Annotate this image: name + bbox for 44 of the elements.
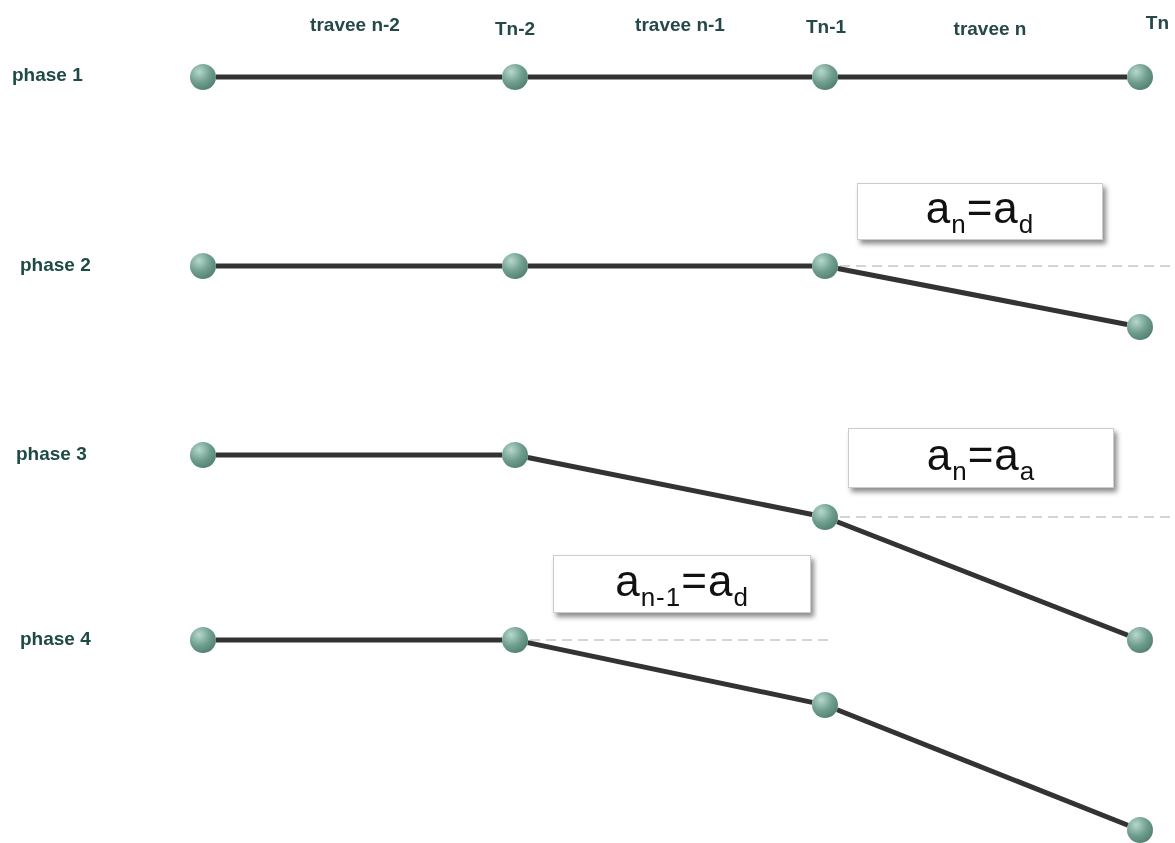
beam-line: [836, 707, 1129, 828]
span-label: travee n-1: [635, 14, 725, 36]
joint-ball: [190, 64, 216, 90]
formula-box: [857, 183, 1103, 240]
beam-line: [527, 455, 813, 517]
joint-ball: [190, 442, 216, 468]
joint-ball: [812, 504, 838, 530]
phase-label: phase 2: [20, 254, 91, 276]
joint-ball: [1127, 314, 1153, 340]
beam-line: [216, 263, 502, 269]
beam-line: [216, 452, 502, 458]
phase-label: phase 4: [20, 628, 91, 650]
formula-text: a$_{n}$=a$_{d}$: [925, 183, 1035, 240]
support-label: Tn-2: [494, 18, 536, 40]
joint-ball: [502, 442, 528, 468]
beam-line: [527, 640, 813, 705]
beam-line: [216, 74, 502, 80]
span-label: travee n: [953, 18, 1027, 40]
joint-ball: [502, 64, 528, 90]
formula-text: a$_{n}$=a$_{a}$: [926, 429, 1036, 487]
joint-ball: [1127, 64, 1153, 90]
span-label: travee n-2: [310, 14, 400, 36]
support-label: Tn-1: [805, 16, 847, 38]
joint-ball: [812, 64, 838, 90]
support-label: Tn: [1145, 12, 1169, 34]
phase-label: phase 3: [16, 443, 87, 465]
joint-ball: [190, 627, 216, 653]
beam-line: [838, 74, 1127, 80]
beam-line: [528, 74, 812, 80]
beam-line: [528, 263, 812, 269]
beam-line: [836, 519, 1129, 638]
joint-ball: [812, 253, 838, 279]
formula-text: a$_{n-1}$=a$_{d}$: [615, 555, 749, 613]
formula-box: [848, 428, 1114, 488]
beam-line: [216, 637, 502, 643]
phase-label: phase 1: [12, 64, 83, 86]
joint-ball: [502, 253, 528, 279]
formula-box: [553, 555, 811, 613]
joint-ball: [502, 627, 528, 653]
beam-line: [837, 266, 1128, 327]
joint-ball: [812, 692, 838, 718]
joint-ball: [1127, 627, 1153, 653]
joint-ball: [190, 253, 216, 279]
joint-ball: [1127, 817, 1153, 843]
